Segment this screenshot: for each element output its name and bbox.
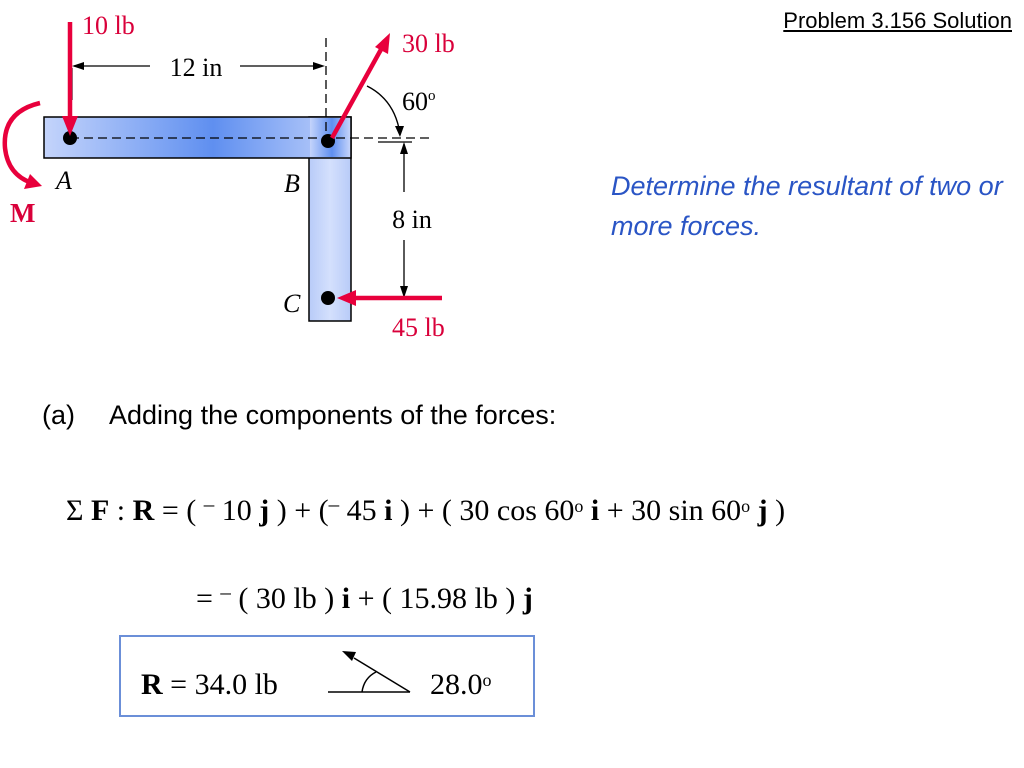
point-a-dot <box>63 131 77 145</box>
solution-step: (a) Adding the components of the forces: <box>42 400 556 431</box>
force-10lb-label: 10 lb <box>82 11 135 40</box>
step-text: Adding the components of the forces: <box>109 400 557 430</box>
beam-force-diagram: 12 in 8 in 60o 10 lb 30 lb 45 lb M A B C <box>2 11 455 342</box>
point-a-label: A <box>54 166 72 195</box>
equation-components: = – ( 30 lb ) i + ( 15.98 lb ) j <box>196 580 533 615</box>
force-45lb-label: 45 lb <box>392 313 445 342</box>
equation-sum-forces: Σ F : R = ( – 10 j ) + (– 45 i ) + ( 30 … <box>66 492 786 527</box>
moment-arrow <box>2 100 41 186</box>
point-c-label: C <box>283 289 301 318</box>
problem-prompt: Determine the resultant of two or more f… <box>611 171 1003 241</box>
force-30lb-arrow <box>330 42 386 140</box>
angle-label: 60o <box>402 87 436 116</box>
page-title: Problem 3.156 Solution <box>783 8 1012 33</box>
dimension-vertical-label: 8 in <box>392 205 432 234</box>
point-c-dot <box>321 291 335 305</box>
dimension-horizontal-label: 12 in <box>170 53 223 82</box>
result-magnitude: R = 34.0 lb <box>141 668 278 701</box>
result-angle-icon <box>328 651 411 693</box>
result-box <box>119 635 535 717</box>
step-label: (a) <box>42 400 75 430</box>
force-30lb-label: 30 lb <box>402 29 455 58</box>
angle-arc <box>366 85 401 135</box>
moment-label: M <box>10 198 35 228</box>
point-b-label: B <box>284 169 300 198</box>
result-angle: 28.0o <box>430 668 492 701</box>
